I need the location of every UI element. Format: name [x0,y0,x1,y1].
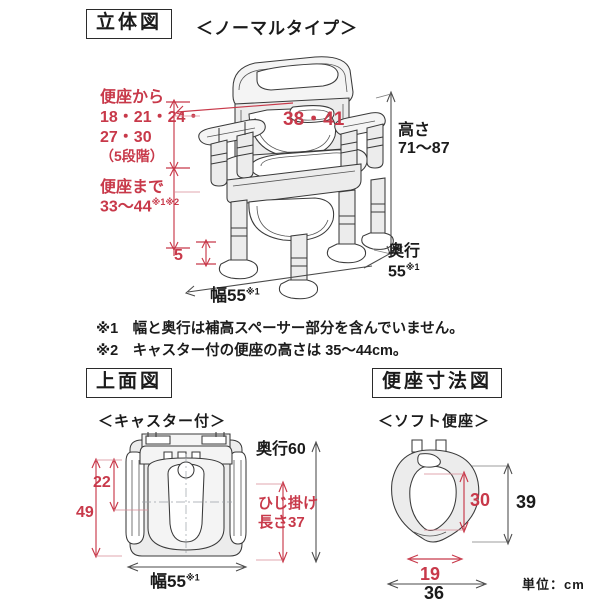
portable-toilet-3d-illustration [198,56,394,300]
armrest-height-leader-line [174,102,294,116]
top-view-dim-49: 49 [76,504,94,521]
armrest-height-value: 38・41 [283,109,345,130]
top-view-width-group: 幅55※1 [150,572,200,592]
section-subtitle-solid-view: ＜ノーマルタイプ＞ [196,19,358,38]
top-view-dim-22: 22 [93,474,111,491]
seat-to-value: 33～44 [100,198,152,216]
section-header-seat-view: 便座寸法図 [372,368,503,398]
seat-overall-height-value: 39 [516,492,537,512]
width-footnote-mark: ※1 [245,286,260,297]
portable-toilet-top-view-illustration [125,432,247,557]
footnote-1: ※1 幅と奥行は補高スペーサー部分を含んでいません。 [96,321,464,337]
seat-from-stages-note: （5段階） [100,148,164,164]
top-view-width-label: 幅55 [150,572,186,591]
depth-footnote-mark: ※1 [405,262,420,272]
unit-label: 単位：cm [522,577,585,592]
top-view-depth-dimension-line [311,440,321,564]
section-header-solid-view: 立体図 [86,9,173,39]
seat-outer-width-value: 36 [424,583,445,603]
seat-inner-height-value: 30 [470,490,491,510]
top-view-vertical-dimension-lines [91,457,148,559]
section-subtitle-top-view: ＜キャスター付＞ [98,413,227,430]
width-label: 幅55 [210,286,246,305]
section-subtitle-seat-view: ＜ソフト便座＞ [378,413,491,430]
seat-inner-height-dimension-line [424,470,469,534]
caster-height-value: 5 [174,247,183,264]
seat-from-label-line1: 便座から [100,89,165,106]
seat-to-label: 便座まで [100,179,165,196]
soft-seat-illustration [391,439,480,543]
width-value-group: 幅55※1 [210,286,260,306]
seat-height-dimension-line [166,98,200,256]
overall-height-label: 高さ [398,122,431,139]
seat-outer-width-dimension-line [386,579,488,589]
seat-inner-width-dimension-line [406,554,464,564]
section-header-top-view: 上面図 [86,368,173,398]
top-view-depth-label: 奥行60 [256,441,306,458]
width-dimension-line [184,265,373,297]
armrest-length-dimension-line [256,480,288,564]
top-view-width-dimension-line [126,562,248,572]
seat-from-values-line2: 27・30 [100,129,152,146]
seat-to-value-group: 33～44※1※2 [100,197,179,217]
depth-value-group: 55※1 [388,262,420,282]
overall-height-dimension-line [373,90,396,258]
armrest-length-label-line2: 長さ37 [258,514,305,531]
footnote-2: ※2 キャスター付の便座の高さは 35～44cm。 [96,343,408,359]
armrest-length-label-line1: ひじ掛け [258,495,319,512]
caster-height-dimension-line [196,238,216,268]
seat-to-footnote-mark: ※1※2 [151,197,180,207]
seat-inner-width-value: 19 [420,564,441,584]
depth-label: 奥行 [388,243,421,260]
depth-value: 55 [388,263,406,281]
seat-overall-height-dimension-line [472,462,513,546]
overall-height-value: 71～87 [398,140,450,157]
top-view-width-footnote-mark: ※1 [185,572,200,583]
depth-dimension-line [363,243,403,269]
